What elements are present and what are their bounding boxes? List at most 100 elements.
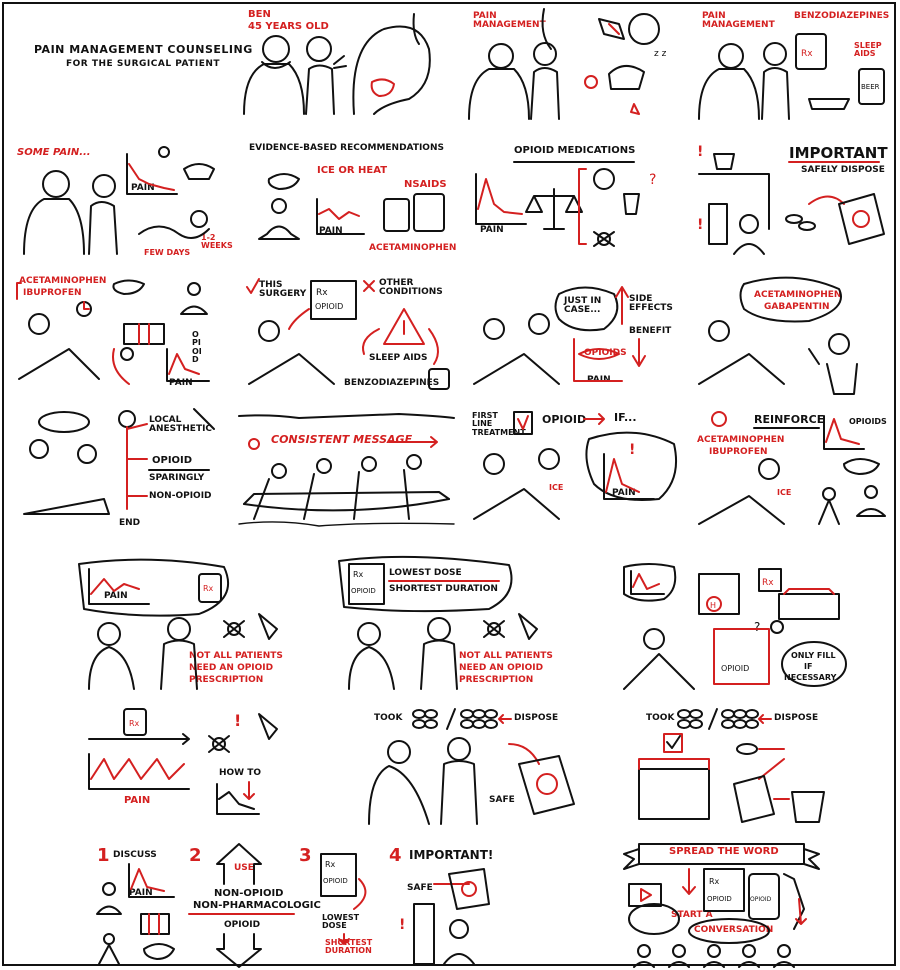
hospital-h: H — [710, 601, 716, 610]
spread-rx: Rx — [709, 877, 720, 886]
panel-ben: Ben 45 years old — [234, 4, 454, 129]
not-all-2-line3: prescription — [459, 675, 534, 685]
consistent-message-label: Consistent message — [271, 433, 413, 446]
safe-label-1: Safe — [489, 795, 515, 805]
not-all-1-line1: Not all patients — [189, 651, 283, 661]
spread-word-label: Spread the word — [669, 846, 779, 857]
ice-heat-label: Ice or heat — [317, 165, 388, 176]
step3-number: 3 — [299, 845, 312, 866]
step2-number: 2 — [189, 845, 202, 866]
not-all-2-line2: need an opioid — [459, 663, 544, 673]
patient-age: 45 years old — [248, 21, 329, 32]
opioid-meds-title: Opioid medications — [514, 145, 636, 156]
other-conditions-label: Other conditions — [379, 278, 443, 298]
just-in-case-label: Just in case... — [564, 296, 602, 316]
only-fill-rx: Rx — [762, 578, 774, 588]
step1-discuss: Discuss — [113, 850, 157, 860]
opioid-meds-pain-label: PAIN — [480, 225, 504, 235]
first-line-label: First line treatment — [472, 411, 526, 437]
step2-non-pharm: Non-pharmacologic — [193, 900, 321, 911]
svg-text:!: ! — [234, 711, 241, 730]
reinforce-drawing — [698, 411, 886, 525]
took-dispose-1-drawing — [368, 708, 575, 825]
dispose-drawing: ! ! — [697, 144, 885, 255]
conversation-label: conversation — [694, 925, 774, 935]
gaba-label: Gabapentin — [764, 302, 830, 312]
step3-shortest: Shortest duration — [325, 938, 373, 956]
patient-name: Ben — [248, 9, 271, 20]
steps-drawing: Rx OPIOID ! — [96, 843, 490, 968]
evidence-title: Evidence-based recommendations — [249, 143, 444, 153]
panel-how-to: PAIN How to Rx ! — [79, 704, 309, 819]
panel-important-dispose: Important Safely dispose ! ! — [689, 134, 899, 264]
end-label: END — [119, 518, 141, 528]
not-all-1-line2: need an opioid — [189, 663, 274, 673]
title-line2: for the surgical patient — [66, 59, 221, 69]
acet-ibu-op-label: OPIOID — [192, 330, 202, 365]
svg-text:!: ! — [399, 917, 405, 933]
not-all-1-rx: Rx — [203, 584, 214, 593]
opioid-label-1: Opioid — [152, 455, 193, 466]
not-all-2-drawing: Rx OPIOID — [338, 555, 538, 690]
step2-opioid: OPIOID — [224, 920, 261, 930]
panel-only-fill: Only fill if necessary H Rx ? OPIOID — [619, 559, 899, 694]
pain-management-drawing: z z — [468, 8, 667, 120]
this-surgery-label: This surgery — [259, 280, 307, 300]
how-to-pain-label: PAIN — [124, 795, 151, 806]
safely-dispose-label: Safely dispose — [801, 165, 885, 175]
evidence-pain-label: PAIN — [319, 226, 343, 236]
step4-important: Important! — [409, 848, 494, 862]
spread-word-drawing: Rx OPIOID OPIOID — [623, 843, 820, 968]
panel-pain-management-2: Pain management Benzodiazepines Sleep ai… — [684, 4, 899, 129]
benefit-label: Benefit — [629, 326, 672, 336]
step1-pain-label: PAIN — [129, 888, 153, 898]
pain-management-label-2: Pain management — [702, 11, 775, 31]
benzo-drawing: Rx BEER — [698, 33, 885, 120]
weeks-label: 1-2 weeks — [201, 233, 233, 251]
lowest-dose-label-1: Lowest dose — [389, 568, 462, 578]
start-a-label: Start a — [671, 910, 713, 920]
first-line-ice-label: ICE — [549, 483, 564, 492]
not-all-1-pain-label: PAIN — [104, 591, 128, 601]
if-label: IF... — [614, 411, 637, 424]
this-surgery-drawing: Rx OPIOID — [246, 278, 450, 390]
reinforce-label: Reinforce — [754, 413, 825, 426]
non-opioid-label-1: Non-opioid — [149, 491, 212, 501]
opioid-label-2: Opioid — [542, 413, 587, 426]
consistent-message-drawing — [238, 413, 455, 527]
panel-took-dispose-2: Took Dispose — [624, 704, 899, 829]
some-pain-label: Some pain... — [17, 147, 91, 158]
first-line-drawing: ! — [473, 411, 678, 520]
ibu-label-1: Ibuprofen — [23, 288, 82, 298]
only-fill-opioid: OPIOID — [721, 664, 749, 673]
step2-non-opioid: Non-opioid — [214, 888, 284, 899]
acet-ibu-pain-label: PAIN — [169, 378, 193, 388]
acet-label-2: Acetaminophen — [19, 276, 107, 286]
svg-text:!: ! — [697, 217, 703, 233]
only-if-label: if — [804, 662, 813, 671]
acet-gaba-drawing — [698, 276, 858, 395]
step4-safe: Safe — [407, 883, 433, 893]
panel-acet-gaba: Acetaminophen Gabapentin — [689, 269, 899, 399]
panel-just-in-case: Just in case... Side effects Benefit Opi… — [464, 269, 684, 399]
ben-doctor-drawing — [243, 13, 431, 115]
few-days-label: Few days — [144, 248, 191, 257]
acetaminophen-label-1: Acetaminophen — [369, 243, 457, 253]
not-all-1-line3: prescription — [189, 675, 264, 685]
panel-title: Pain management counseling for the surgi… — [4, 4, 252, 129]
panel-reinforce: Reinforce Opioids Acetaminophen Ibuprofe… — [689, 404, 899, 534]
took-label-1: Took — [374, 713, 403, 723]
not-all-1-drawing: Rx — [78, 558, 278, 690]
panel-spread-word: Spread the word Start a conversation Rx … — [619, 839, 899, 969]
panel-evidence: Evidence-based recommendations Ice or he… — [239, 134, 459, 264]
this-surgery-rx: Rx — [316, 288, 328, 298]
panel-some-pain: Some pain... PAIN Few days 1-2 weeks — [9, 134, 234, 264]
panel-this-surgery: This surgery Other conditions Sleep aids… — [239, 269, 459, 399]
acet-label-3: Acetaminophen — [754, 290, 842, 300]
reinforce-ice-label: ICE — [777, 488, 792, 497]
local-anesthetic-drawing — [23, 408, 215, 515]
ibu-label-2: Ibuprofen — [709, 447, 768, 457]
how-to-drawing: Rx ! — [88, 708, 278, 815]
took-dispose-2-drawing — [638, 708, 825, 823]
evidence-drawing — [258, 173, 445, 240]
